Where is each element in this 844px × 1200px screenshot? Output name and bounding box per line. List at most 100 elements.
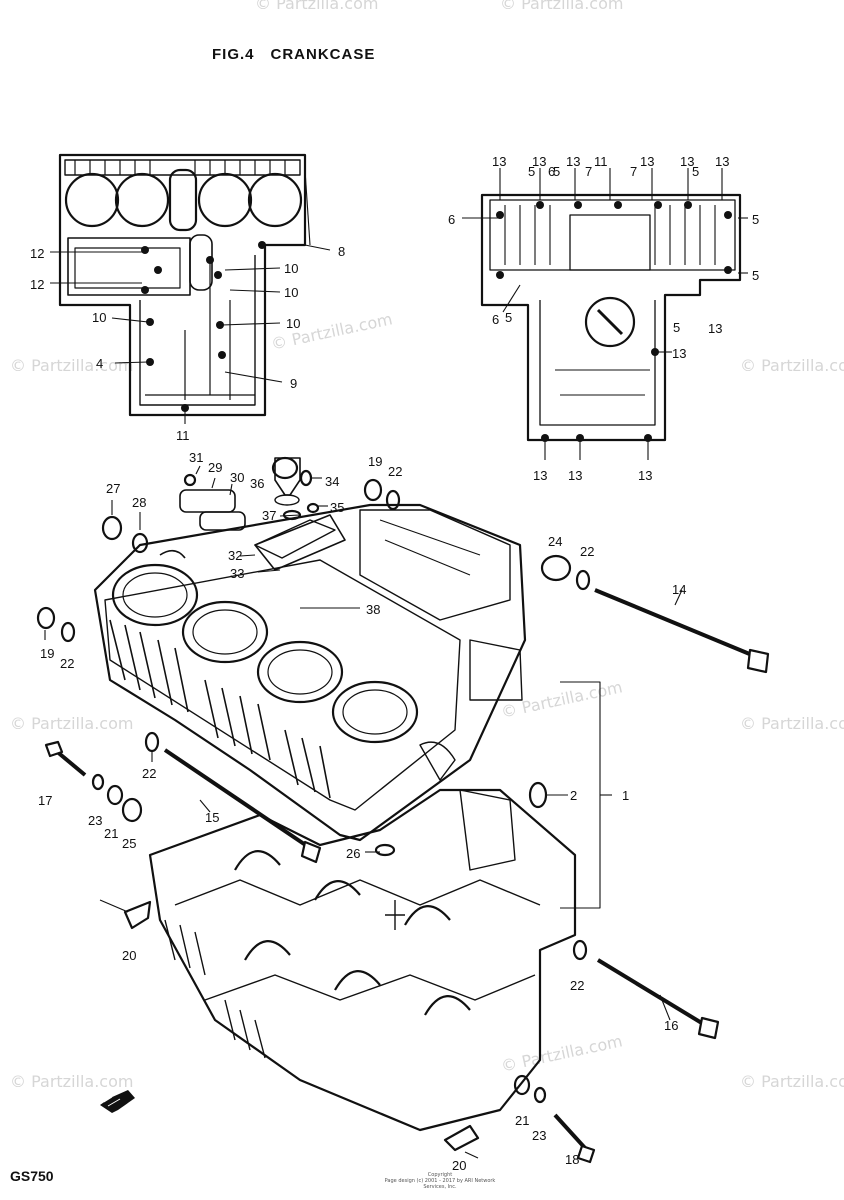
callout-20: 20 xyxy=(452,1158,466,1173)
watermark: © Partzilla.com xyxy=(10,356,134,375)
callout-10: 10 xyxy=(284,261,298,276)
callout-36: 36 xyxy=(250,476,264,491)
callout-33: 33 xyxy=(230,566,244,581)
callout-5: 5 xyxy=(692,164,699,179)
callout-19: 19 xyxy=(40,646,54,661)
callout-7: 7 xyxy=(630,164,637,179)
callout-13: 13 xyxy=(680,154,694,169)
o-ring-26 xyxy=(374,843,396,857)
cushion-20b xyxy=(443,1124,480,1152)
callout-34: 34 xyxy=(325,474,339,489)
callout-22: 22 xyxy=(388,464,402,479)
nut-19 xyxy=(363,478,383,502)
upper-crankcase xyxy=(93,457,527,842)
washer-35 xyxy=(306,502,320,514)
washer-28 xyxy=(131,532,149,554)
callout-29: 29 xyxy=(208,460,222,475)
watermark: © Partzilla.com xyxy=(10,1072,134,1091)
front-arrow-icon xyxy=(100,1090,135,1113)
callout-5: 5 xyxy=(505,310,512,325)
watermark: © Partzilla.com xyxy=(740,714,844,733)
nut-19b xyxy=(36,606,56,630)
callout-13: 13 xyxy=(568,468,582,483)
callout-8: 8 xyxy=(338,244,345,259)
watermark: © Partzilla.com xyxy=(500,0,624,13)
callout-13: 13 xyxy=(672,346,686,361)
washer-21a xyxy=(106,784,124,806)
callout-5: 5 xyxy=(553,164,560,179)
washer-22b xyxy=(575,569,591,591)
callout-5: 5 xyxy=(673,320,680,335)
plug-27 xyxy=(101,515,123,541)
callout-2: 2 xyxy=(570,788,577,803)
callout-12: 12 xyxy=(30,277,44,292)
callout-32: 32 xyxy=(228,548,242,563)
callout-27: 27 xyxy=(106,481,120,496)
callout-12: 12 xyxy=(30,246,44,261)
callout-19: 19 xyxy=(368,454,382,469)
callout-10: 10 xyxy=(284,285,298,300)
callout-13: 13 xyxy=(638,468,652,483)
lower-case-bottom-view xyxy=(462,168,748,460)
callout-6: 6 xyxy=(492,312,499,327)
bolt-18 xyxy=(553,1113,596,1164)
screw-34 xyxy=(299,469,313,487)
callout-13: 13 xyxy=(533,468,547,483)
callout-21: 21 xyxy=(515,1113,529,1128)
callout-10: 10 xyxy=(92,310,106,325)
callout-21: 21 xyxy=(104,826,118,841)
callout-35: 35 xyxy=(330,500,344,515)
callout-13: 13 xyxy=(715,154,729,169)
watermark: © Partzilla.com xyxy=(740,356,844,375)
figure-name: CRANKCASE xyxy=(270,46,376,63)
washer-21b xyxy=(513,1074,531,1096)
callout-30: 30 xyxy=(230,470,244,485)
copyright-line: Page design (c) 2001 - 2017 by ARI Netwo… xyxy=(384,1178,496,1190)
callout-11: 11 xyxy=(594,154,608,169)
callout-18: 18 xyxy=(565,1152,579,1167)
stud-bolt-14 xyxy=(594,588,770,674)
callout-23: 23 xyxy=(88,813,102,828)
copyright-line: Copyright xyxy=(427,1172,453,1178)
callout-26: 26 xyxy=(346,846,360,861)
callout-5: 5 xyxy=(752,212,759,227)
callout-13: 13 xyxy=(566,154,580,169)
dowel-pin-2 xyxy=(528,781,548,809)
callout-22: 22 xyxy=(60,656,74,671)
callout-25: 25 xyxy=(122,836,136,851)
lower-crankcase xyxy=(148,788,577,1132)
callout-4: 4 xyxy=(96,356,103,371)
callout-6: 6 xyxy=(448,212,455,227)
callout-24: 24 xyxy=(548,534,562,549)
callout-13: 13 xyxy=(532,154,546,169)
washer-23b xyxy=(533,1086,547,1104)
callout-9: 9 xyxy=(290,376,297,391)
callout-22: 22 xyxy=(142,766,156,781)
callout-5: 5 xyxy=(752,268,759,283)
breather-cover-32 xyxy=(254,519,336,559)
callout-31: 31 xyxy=(189,450,203,465)
callout-22: 22 xyxy=(580,544,594,559)
washer-23a xyxy=(91,773,105,791)
washer-22e xyxy=(572,939,588,961)
model-label: GS750 xyxy=(10,1168,54,1184)
callout-23: 23 xyxy=(532,1128,546,1143)
copyright-note: Copyright Page design (c) 2001 - 2017 by… xyxy=(380,1172,500,1190)
callout-37: 37 xyxy=(262,508,276,523)
bolt-17 xyxy=(44,740,87,777)
callout-13: 13 xyxy=(708,321,722,336)
callout-14: 14 xyxy=(672,582,686,597)
dowel-24 xyxy=(540,554,572,582)
callout-15: 15 xyxy=(205,810,219,825)
callout-22: 22 xyxy=(570,978,584,993)
callout-13: 13 xyxy=(640,154,654,169)
figure-number: FIG.4 xyxy=(212,46,255,63)
watermark: © Partzilla.com xyxy=(740,1072,844,1091)
stud-bolt-15 xyxy=(163,748,322,864)
callout-28: 28 xyxy=(132,495,146,510)
oil-gauge-36 xyxy=(271,456,299,480)
upper-case-top-view xyxy=(50,153,331,424)
